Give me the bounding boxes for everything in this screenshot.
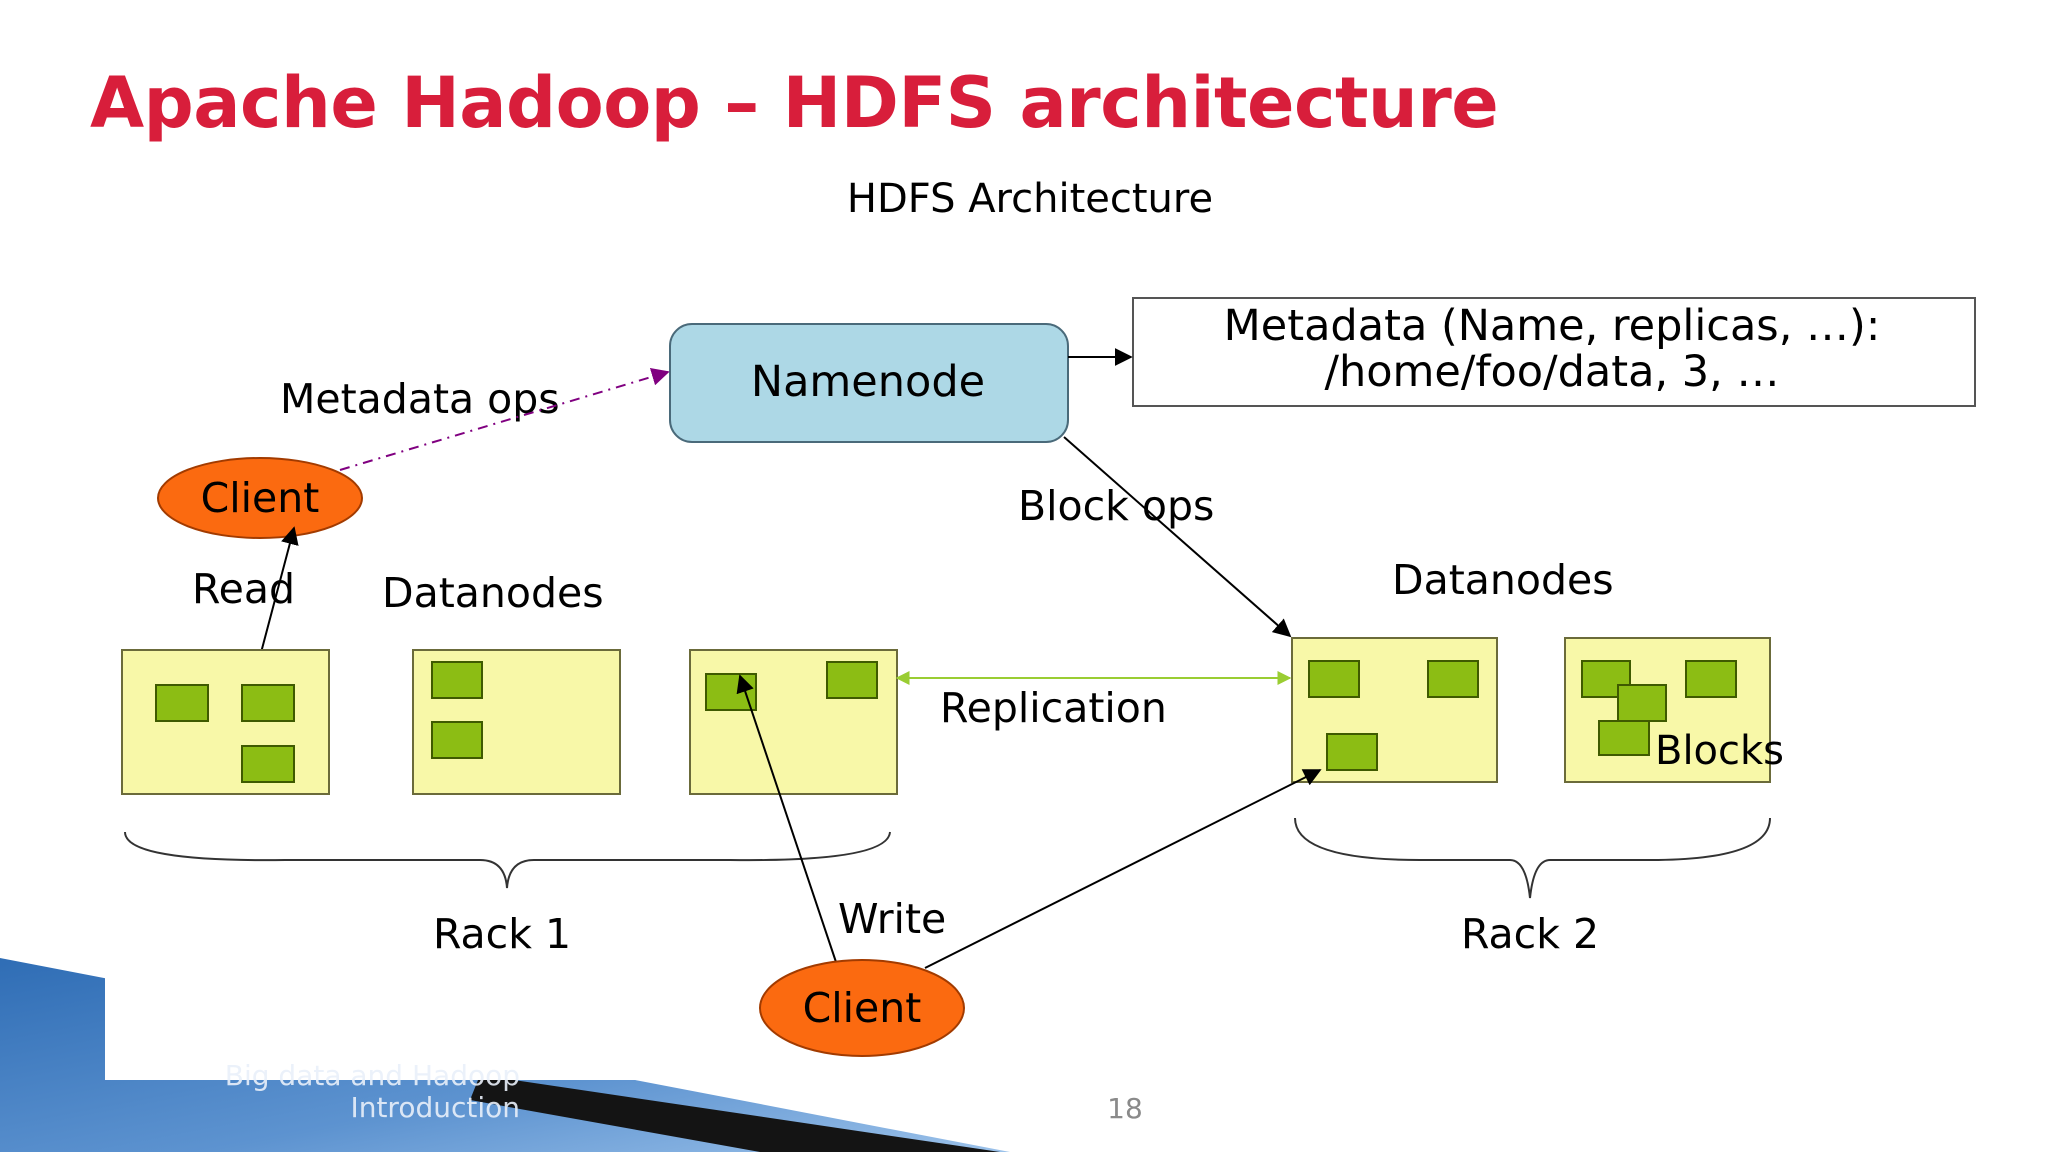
footer-line-2: Introduction [350,1091,520,1124]
block-ops-label: Block ops [1018,482,1214,530]
namenode-label: Namenode [751,357,985,407]
block [1326,733,1378,771]
rack1-label: Rack 1 [433,910,571,958]
block [431,721,483,759]
client-top [157,457,363,539]
block [1308,660,1360,698]
client-top-label: Client [201,474,320,522]
slide-footer: Big data and Hadoop Introduction [200,1060,520,1124]
page-number: 18 [1107,1092,1143,1125]
block [155,684,209,722]
rack2-datanode-2: Blocks [1564,637,1784,783]
client-bottom [759,959,965,1057]
write-arrow-rack2 [924,769,1322,969]
block [241,684,295,722]
write-label: Write [838,895,946,943]
blocks-label: Blocks [1655,728,1784,774]
datanodes-left-label: Datanodes [382,569,604,617]
black-ribbon [470,1075,1000,1152]
rack1-datanode-2 [412,649,621,795]
metadata-ops-label: Metadata ops [280,375,560,423]
block [1598,720,1650,756]
block-ops-arrow [1063,436,1292,638]
block [431,661,483,699]
metadata-box [1132,297,1976,407]
block [705,673,757,711]
block [1427,660,1479,698]
block [1617,684,1667,722]
block [1685,660,1737,698]
read-label: Read [192,565,295,613]
rack2-label: Rack 2 [1461,910,1599,958]
metadata-ops-arrow [339,368,670,471]
footer-line-1: Big data and Hadoop [224,1059,520,1092]
client-bottom-label: Client [803,984,922,1032]
slide-title: Apache Hadoop – HDFS architecture [90,62,1499,144]
diagram-title: HDFS Architecture [847,176,1213,222]
rack1-datanode-1 [121,649,330,795]
read-arrow [257,526,299,665]
metadata-line-2: /home/foo/data, 3, … [1324,347,1779,397]
rack1-brace [124,831,891,889]
rack1-datanode-3 [689,649,898,795]
write-arrow-rack1 [736,674,839,969]
replication-label: Replication [940,684,1167,732]
rack2-datanode-1 [1291,637,1498,783]
rack2-brace [1294,817,1771,899]
metadata-line-1: Metadata (Name, replicas, …): [1224,301,1881,351]
block [241,745,295,783]
block [826,661,878,699]
namenode-box [669,323,1069,443]
datanodes-right-label: Datanodes [1392,556,1614,604]
